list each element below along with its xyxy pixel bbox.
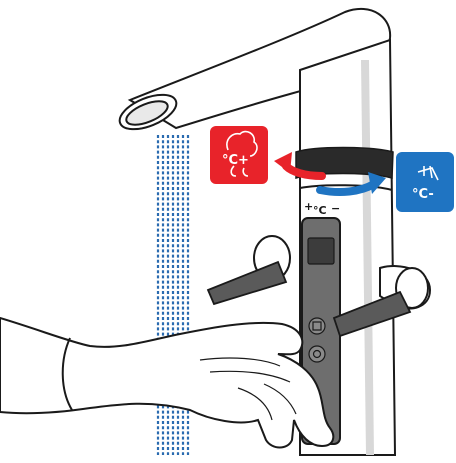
hot-water-badge: °C+ bbox=[210, 126, 268, 184]
filter-button-icon[interactable] bbox=[309, 318, 325, 334]
hot-water-label: °C+ bbox=[222, 153, 249, 168]
boil-button-icon[interactable] bbox=[309, 346, 325, 362]
collar-unit-label: °C bbox=[313, 204, 327, 217]
cold-water-badge: °C- bbox=[396, 152, 454, 212]
user-hand bbox=[0, 318, 333, 448]
cold-water-label: °C- bbox=[412, 187, 434, 202]
collar-minus-label: − bbox=[331, 202, 340, 215]
temperature-display bbox=[308, 238, 334, 264]
collar-plus-label: + bbox=[304, 200, 313, 213]
left-lever-handle[interactable] bbox=[208, 236, 290, 304]
